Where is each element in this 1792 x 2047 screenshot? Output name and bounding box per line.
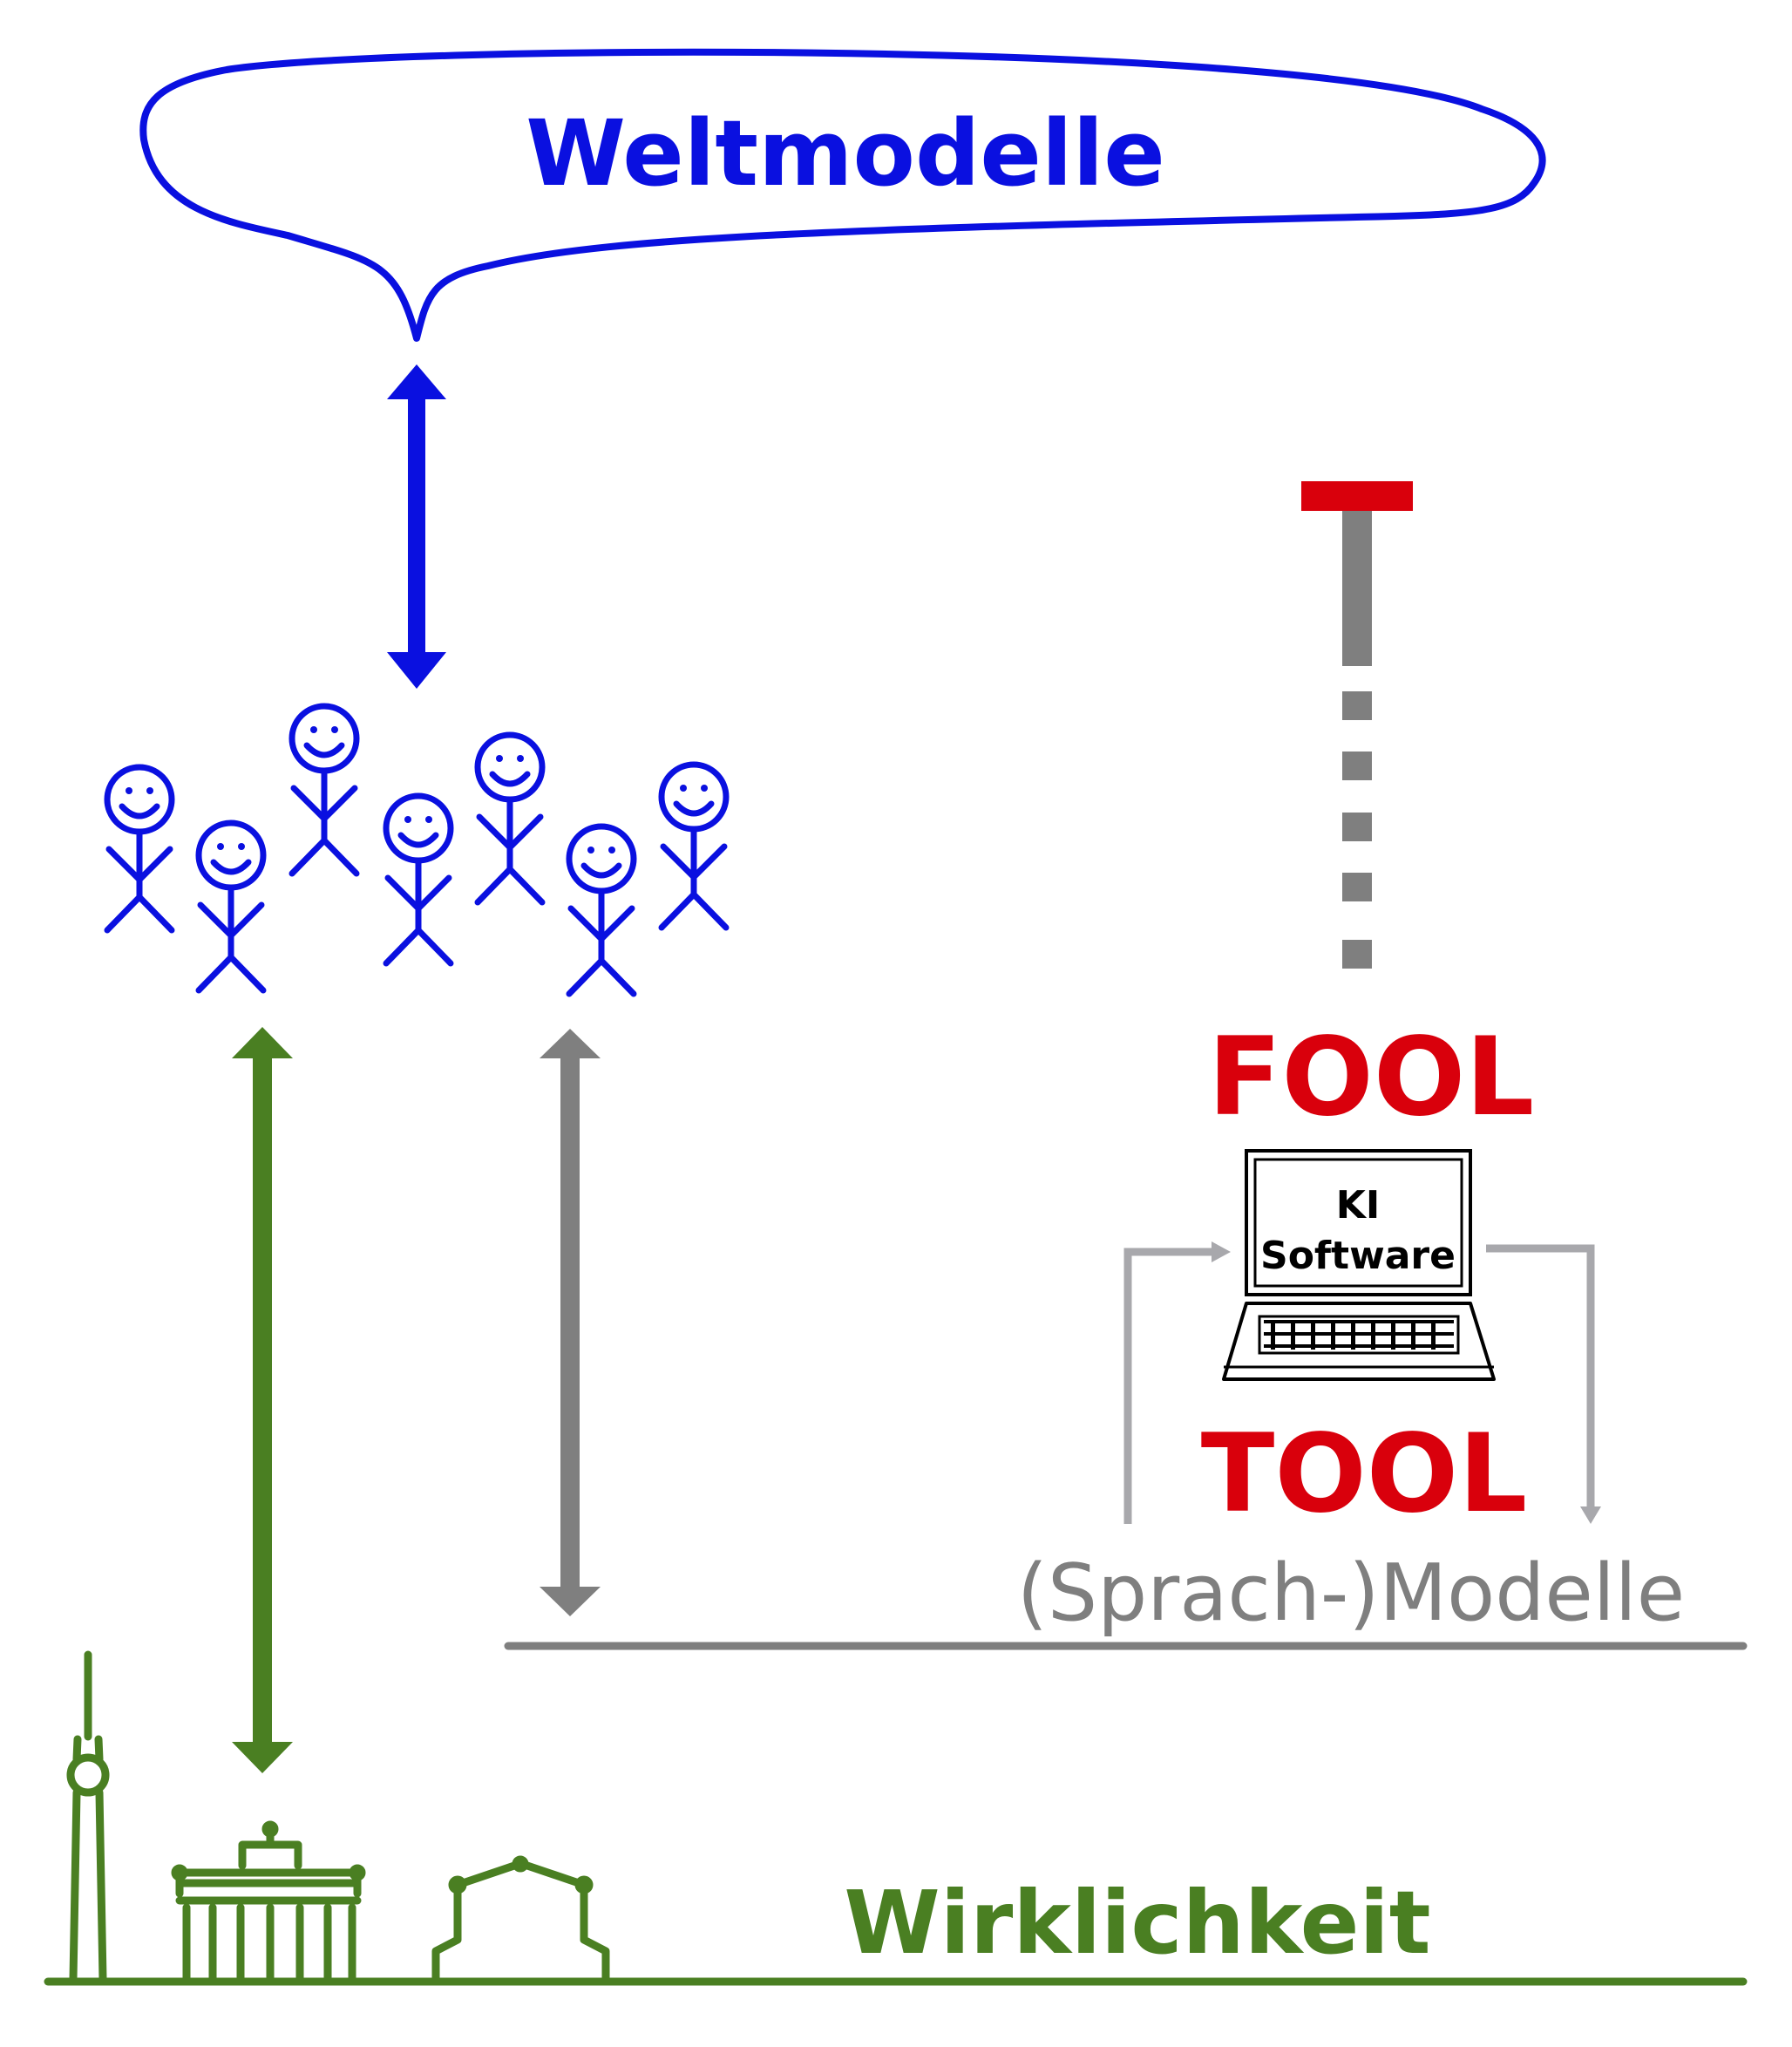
laptop-screen-inner <box>1253 1158 1463 1288</box>
blue-arrow-head-up <box>387 364 446 399</box>
t-dash <box>1342 691 1372 720</box>
gray-double-arrow <box>540 1029 601 1616</box>
stick-figure-smiley-icon <box>474 731 546 906</box>
language-models-label: (Sprach-)Modelle <box>1017 1547 1685 1639</box>
reichstag-icon <box>431 1855 610 1983</box>
stick-figure-smiley-icon <box>288 703 360 877</box>
t-dash <box>1342 873 1372 901</box>
blue-double-arrow <box>387 364 446 689</box>
t-dash <box>1342 813 1372 841</box>
output-arrow-head <box>1580 1506 1601 1524</box>
reality-label: Wirklichkeit <box>844 1872 1430 1974</box>
brandenburg-gate-icon <box>171 1820 366 1983</box>
speech-bubble-outline <box>139 48 1546 342</box>
t-dash <box>1342 940 1372 969</box>
people-group <box>104 703 730 997</box>
tool-label: TOOL <box>1201 1411 1527 1537</box>
green-arrow-shaft <box>253 1057 272 1750</box>
laptop-icon: KI Software <box>1222 1149 1496 1381</box>
green-double-arrow <box>232 1027 293 1773</box>
output-arrow-line <box>1486 1244 1595 1508</box>
input-arrow-head <box>1212 1241 1231 1262</box>
t-dash <box>1342 751 1372 780</box>
t-top-bar <box>1301 481 1413 511</box>
gray-arrow-head-up <box>540 1029 601 1058</box>
world-models-bubble: Weltmodelle <box>139 48 1546 342</box>
tv-tower-icon <box>66 1650 110 1983</box>
fool-label: FOOL <box>1208 1015 1535 1140</box>
blue-arrow-shaft <box>408 397 425 655</box>
t-symbol <box>1301 481 1413 969</box>
gray-arrow-head-down <box>540 1587 601 1616</box>
stick-figure-smiley-icon <box>566 823 637 997</box>
green-arrow-head-down <box>232 1742 293 1773</box>
stick-figure-smiley-icon <box>104 764 175 934</box>
world-models-label: Weltmodelle <box>526 100 1165 207</box>
gray-arrow-shaft <box>560 1057 580 1597</box>
blue-arrow-head-down <box>387 652 446 689</box>
stick-figure-smiley-icon <box>195 819 267 994</box>
keyboard-keys <box>1264 1320 1454 1350</box>
input-arrow-line <box>1123 1248 1213 1524</box>
ki-label-line2: Software <box>1260 1234 1456 1278</box>
green-arrow-head-up <box>232 1027 293 1058</box>
stick-figure-smiley-icon <box>658 761 730 931</box>
stick-figure-smiley-icon <box>383 792 454 967</box>
berlin-skyline-icon <box>66 1650 610 1983</box>
feedback-arrows <box>1123 1244 1595 1524</box>
t-stem <box>1342 511 1372 666</box>
ki-label-line1: KI <box>1336 1183 1380 1228</box>
